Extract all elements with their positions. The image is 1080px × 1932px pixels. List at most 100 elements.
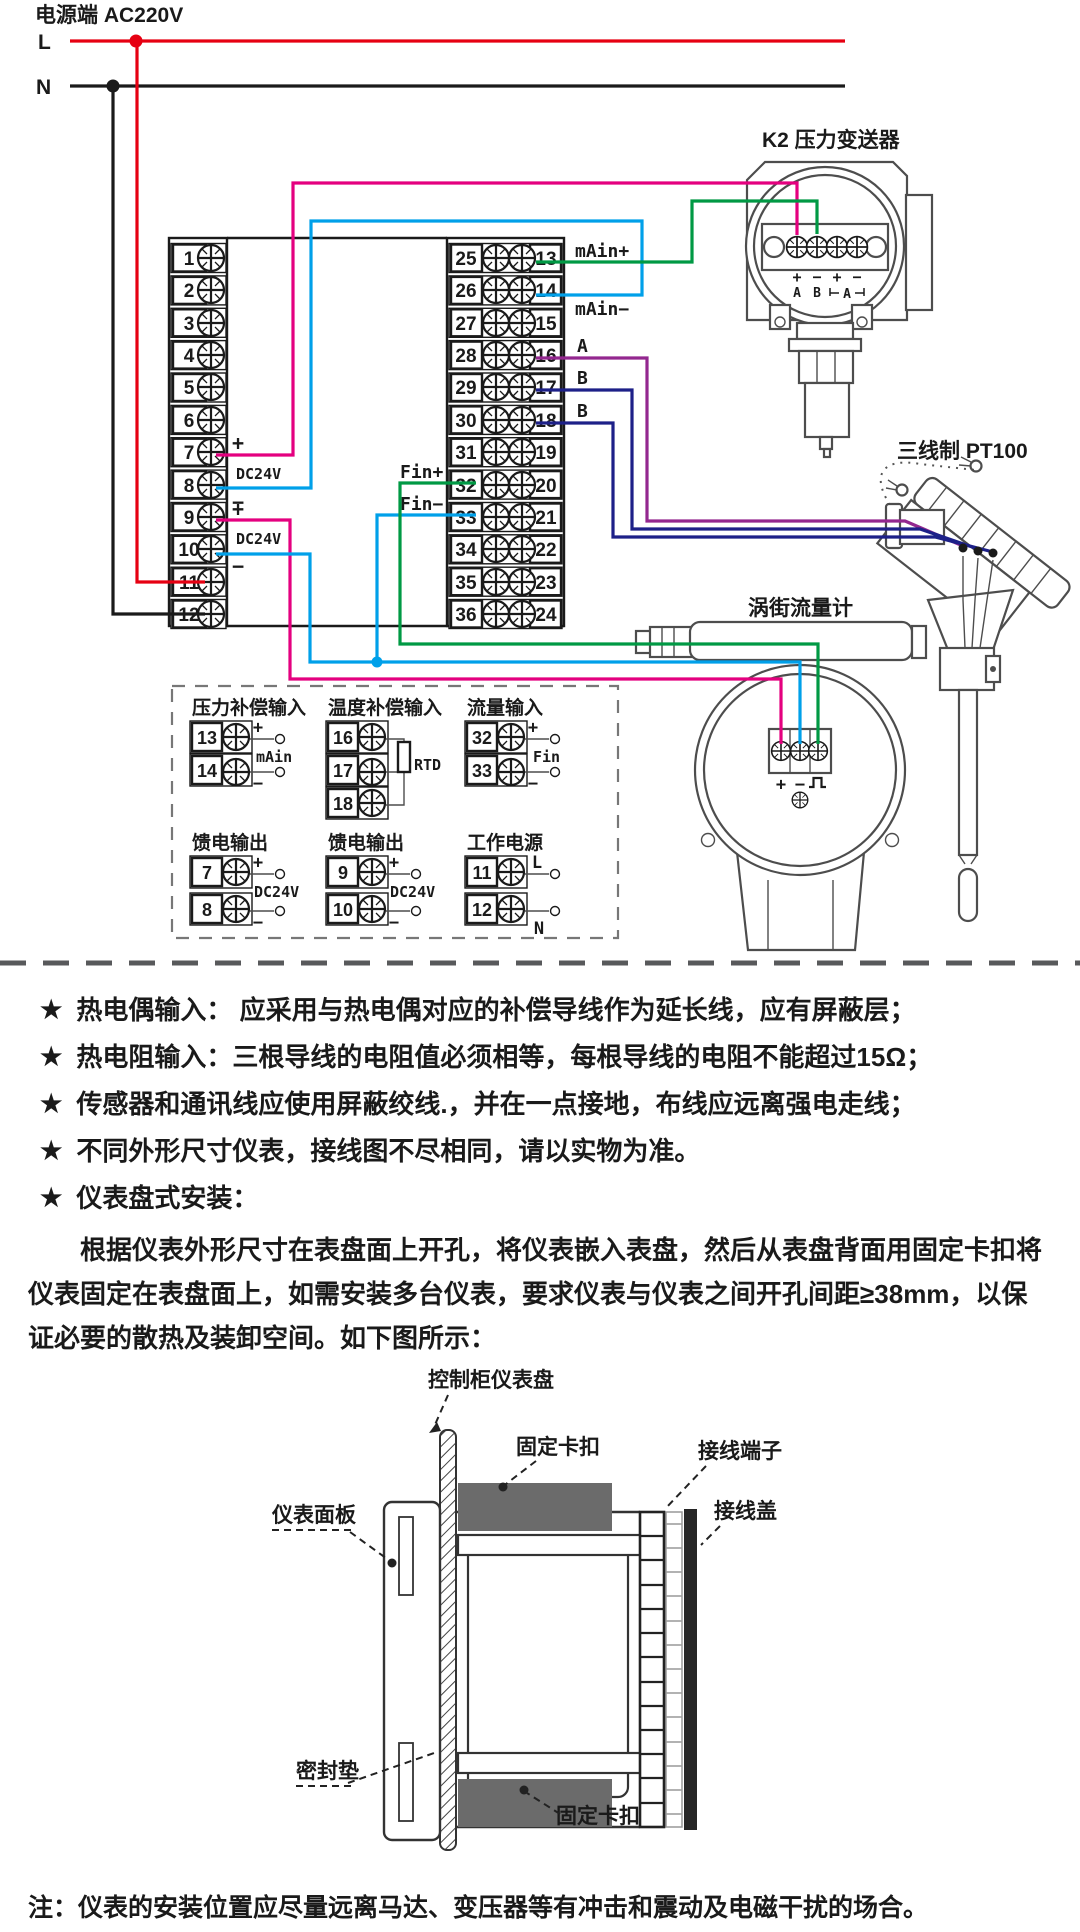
terminal-cover <box>684 1509 697 1830</box>
pulse-icon <box>809 776 826 789</box>
note-bullet: ★仪表盘式安装： <box>40 1181 1080 1215</box>
panel-work-power: 工作电源 11 12 L N <box>464 831 561 939</box>
svg-text:9: 9 <box>338 863 348 883</box>
svg-text:34: 34 <box>455 540 477 561</box>
mounting-diagram: 控制柜仪表盘 固定卡扣 接线端子 接线盖 仪表面板 密封垫 固定卡扣 <box>271 1368 782 1851</box>
svg-text:19: 19 <box>535 443 556 464</box>
label-fin-minus: Fin− <box>400 494 444 515</box>
note-bullet: ★热电阻输入：三根导线的电阻值必须相等，每根导线的电阻不能超过15Ω； <box>40 1040 1080 1074</box>
panel-flow: 流量输入 32 33 + Fin − <box>464 696 561 794</box>
svg-text:N: N <box>534 919 544 939</box>
vortex-flowmeter: 涡街流量计 + − <box>634 596 928 952</box>
svg-text:−: − <box>232 554 244 578</box>
svg-text:温度补偿输入: 温度补偿输入 <box>328 696 442 719</box>
svg-text:−: − <box>389 913 399 933</box>
svg-text:12: 12 <box>472 900 492 920</box>
vortex-body-top <box>688 620 914 662</box>
svg-text:14: 14 <box>197 761 217 781</box>
svg-text:馈电输出: 馈电输出 <box>192 831 268 854</box>
pt100-wire-dot <box>958 543 968 553</box>
label-main-plus: mAin+ <box>575 241 629 262</box>
svg-text:流量输入: 流量输入 <box>467 696 543 719</box>
svg-text:33: 33 <box>472 761 492 781</box>
svg-text:21: 21 <box>535 508 557 529</box>
svg-text:20: 20 <box>535 476 556 497</box>
svg-text:mAin: mAin <box>256 748 292 766</box>
svg-text:7: 7 <box>202 863 212 883</box>
panel-feed1: 馈电输出 7 8 + DC24V − <box>189 831 299 933</box>
fixing-clip-bottom <box>458 1779 612 1827</box>
k2-pressure-transmitter: K2 压力变送器 + − + − A B A <box>744 128 934 459</box>
note-text: 仪表盘式安装： <box>76 1183 259 1213</box>
svg-text:17: 17 <box>333 761 353 781</box>
wire-8-to-14 <box>216 219 644 490</box>
svg-text:−: − <box>253 774 263 794</box>
svg-text:35: 35 <box>455 573 477 594</box>
pt100-title: 三线制 PT100 <box>897 439 1028 463</box>
svg-text:4: 4 <box>184 346 195 367</box>
svg-text:18: 18 <box>333 794 353 814</box>
svg-text:10: 10 <box>333 900 353 920</box>
note-bullet: ★不同外形尺寸仪表，接线图不尽相同，请以实物为准。 <box>40 1134 1080 1168</box>
svg-text:−: − <box>232 490 244 514</box>
label-a: A <box>577 336 588 357</box>
vortex-title: 涡街流量计 <box>748 596 853 620</box>
label-front-panel: 仪表面板 <box>271 1504 357 1527</box>
note-text: 热电偶输入： 应采用与热电偶对应的补偿导线作为延长线，应有屏蔽层； <box>76 995 916 1025</box>
svg-text:+: + <box>253 853 263 873</box>
power-header: 电源端 AC220V L N <box>35 4 845 99</box>
svg-text:+: + <box>232 497 244 521</box>
label-clip-bottom: 固定卡扣 <box>556 1804 640 1828</box>
fixing-clip-top <box>458 1483 612 1531</box>
mounting-paragraph: 根据仪表外形尺寸在表盘面上开孔，将仪表嵌入表盘，然后从表盘背面用固定卡扣将仪表固… <box>28 1235 1043 1353</box>
svg-text:工作电源: 工作电源 <box>467 831 543 854</box>
k2-sign: + <box>832 268 841 286</box>
svg-text:5: 5 <box>184 378 195 399</box>
k2-sign: − <box>852 268 861 286</box>
label-fin-plus: Fin+ <box>400 462 444 483</box>
pt100-probe <box>957 688 979 857</box>
detail-box: 压力补偿输入 13 14 + mAin − 温度补偿输入 16 17 18 RT… <box>170 684 620 940</box>
clip-rail-bottom <box>456 1751 644 1775</box>
note-bullet: ★传感器和通讯线应使用屏蔽绞线.，并在一点接地，布线应远离强电走线； <box>40 1087 1080 1121</box>
svg-text:11: 11 <box>472 863 491 883</box>
mounting-labels: 控制柜仪表盘 固定卡扣 接线端子 接线盖 仪表面板 密封垫 固定卡扣 <box>271 1368 782 1828</box>
left-terminal-block: 1 2 3 4 5 6 7 8 9 10 11 12 + DC24V − + D… <box>167 236 564 630</box>
svg-text:10: 10 <box>178 540 199 561</box>
label-b1: B <box>577 368 588 389</box>
junction-dot-neutral <box>106 79 120 93</box>
k2-title: K2 压力变送器 <box>762 128 901 152</box>
wire-10-to-vortex-minus <box>216 552 802 744</box>
label-gasket: 密封垫 <box>296 1759 359 1783</box>
svg-text:2: 2 <box>184 281 195 302</box>
clip-rail-top <box>456 1533 644 1557</box>
svg-text:−: − <box>253 913 263 933</box>
star-icon: ★ <box>40 996 63 1024</box>
svg-text:1: 1 <box>184 249 195 270</box>
svg-text:14: 14 <box>535 281 557 302</box>
note-text: 传感器和通讯线应使用屏蔽绞线.，并在一点接地，布线应远离强电走线； <box>76 1089 916 1119</box>
pt100-sensor: 三线制 PT100 <box>875 439 1071 923</box>
svg-text:8: 8 <box>202 900 212 920</box>
k2-letter: A <box>793 286 801 301</box>
svg-text:25: 25 <box>455 249 477 270</box>
svg-text:L: L <box>532 853 542 873</box>
svg-text:33: 33 <box>455 508 476 529</box>
pt100-open-cover-hint <box>879 461 976 506</box>
vortex-minus: − <box>795 775 805 795</box>
wires <box>106 34 998 744</box>
junction-dot-fin-minus <box>371 656 383 668</box>
wiring-diagram: 电源端 AC220V L N K2 压力变送器 + − + − A B A <box>0 4 1080 966</box>
svg-text:DC24V: DC24V <box>236 530 281 548</box>
svg-text:RTD: RTD <box>414 756 441 774</box>
svg-text:8: 8 <box>184 476 195 497</box>
notes-section: ★ 热电偶输入： 应采用与热电偶对应的补偿导线作为延长线，应有屏蔽层； ★热电阻输… <box>0 993 1080 1360</box>
wire-live-11 <box>135 41 205 584</box>
note-text: 不同外形尺寸仪表，接线图不尽相同，请以实物为准。 <box>76 1136 701 1166</box>
wire-9-to-vortex-plus <box>216 518 783 744</box>
svg-text:DC24V: DC24V <box>390 883 435 901</box>
svg-text:馈电输出: 馈电输出 <box>328 831 404 854</box>
svg-text:29: 29 <box>455 378 476 399</box>
svg-text:DC24V: DC24V <box>254 883 299 901</box>
